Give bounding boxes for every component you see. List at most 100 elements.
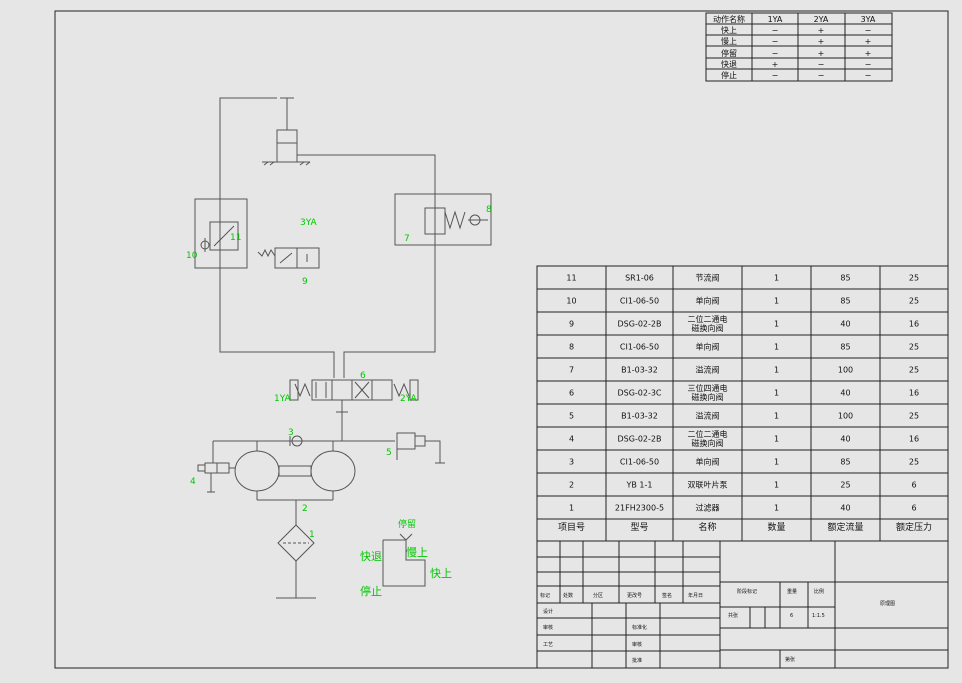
action-header-0: 动作名称 — [713, 14, 745, 24]
relief-check-assembly-7-8 — [394, 193, 492, 246]
bom-cell: 磁换向阀 — [692, 323, 724, 333]
bom-cell: 1 — [569, 504, 574, 513]
title-block: 标记 处数 分区 更改号 签名 年月日 设计 标准化 审核 工艺 审核 批准 阶… — [536, 540, 949, 669]
directional-valve-6 — [289, 379, 419, 413]
tb-scale-value: 1:1.5 — [812, 613, 825, 619]
action-cell: + — [818, 37, 825, 46]
label-c8: 8 — [486, 205, 492, 215]
work-cycle-diagram — [382, 533, 426, 587]
bom-cell: 磁换向阀 — [692, 438, 724, 448]
action-cell: 快上 — [721, 25, 737, 35]
cycle-stay: 停留 — [398, 518, 416, 530]
action-cell: − — [865, 60, 872, 69]
tb-review: 审核 — [543, 624, 553, 631]
double-vane-pump-2 — [213, 412, 395, 525]
tb-check: 审核 — [632, 641, 642, 648]
bom-cell: 1 — [774, 297, 779, 306]
action-cell: + — [865, 49, 872, 58]
label-c6: 6 — [360, 371, 366, 381]
tb-page-label: 第张 — [785, 656, 795, 663]
action-cell: − — [772, 71, 779, 80]
relief-valve-5 — [396, 432, 445, 464]
tb-weight-label: 重量 — [787, 588, 797, 595]
tb-scale-label: 比例 — [814, 588, 824, 595]
bom-cell: 85 — [840, 274, 850, 283]
solenoid-valve-4 — [197, 441, 235, 493]
label-1ya: 1YA — [274, 394, 292, 404]
bom-cell: 16 — [909, 320, 919, 329]
bom-cell: 40 — [840, 389, 850, 398]
tb-approve: 批准 — [632, 657, 642, 664]
bom-cell: 6 — [911, 504, 916, 513]
bom-cell: 21FH2300-5 — [615, 504, 664, 513]
action-cell: + — [818, 26, 825, 35]
bom-cell: SR1-06 — [625, 274, 654, 283]
bom-cell: YB 1-1 — [626, 481, 653, 490]
bom-cell: 85 — [840, 297, 850, 306]
bom-cell: 磁换向阀 — [692, 392, 724, 402]
action-cell: + — [865, 37, 872, 46]
label-c9: 9 — [302, 277, 308, 287]
bom-cell: 过滤器 — [696, 503, 720, 513]
check-valve-3 — [289, 435, 303, 447]
action-cell: 慢上 — [721, 36, 737, 46]
action-header-1: 1YA — [768, 15, 783, 24]
bom-cell: 节流阀 — [696, 273, 720, 283]
action-cell: − — [865, 71, 872, 80]
bom-cell: 1 — [774, 366, 779, 375]
bom-cell: 1 — [774, 435, 779, 444]
bom-cell: 25 — [909, 458, 919, 467]
bom-cell: 11 — [566, 274, 576, 283]
bom-cell: 1 — [774, 274, 779, 283]
tb-change: 更改号 — [627, 592, 642, 599]
filter-1 — [276, 524, 316, 599]
bom-cell: 单向阀 — [696, 342, 720, 352]
bom-cell: 100 — [838, 412, 853, 421]
tb-sheet-num: 6 — [790, 613, 793, 619]
bom-cell: 40 — [840, 320, 850, 329]
action-header-2: 2YA — [814, 15, 829, 24]
action-header-3: 3YA — [861, 15, 876, 24]
tb-stage-label: 阶段标记 — [737, 588, 757, 595]
tb-count: 处数 — [563, 592, 573, 599]
tb-zone: 分区 — [593, 592, 603, 599]
bom-cell: 25 — [909, 343, 919, 352]
bom-header-4: 额定流量 — [827, 521, 863, 533]
bom-cell: 三位四通电 — [688, 383, 728, 393]
bom-cell: 25 — [909, 297, 919, 306]
bom-cell: B1-03-32 — [621, 366, 658, 375]
action-cell: + — [772, 60, 779, 69]
bom-cell: CI1-06-50 — [620, 343, 659, 352]
label-c5: 5 — [386, 448, 392, 458]
tb-mark: 标记 — [540, 592, 550, 599]
bom-cell: 10 — [566, 297, 576, 306]
bom-header-5: 额定压力 — [896, 521, 932, 533]
action-cell: − — [818, 60, 825, 69]
drawing-frame — [54, 10, 949, 669]
bom-cell: 1 — [774, 458, 779, 467]
action-cell: − — [772, 49, 779, 58]
cycle-fast-back: 快退 — [360, 550, 382, 563]
bom-cell: 16 — [909, 389, 919, 398]
bom-cell: 9 — [569, 320, 574, 329]
bom-cell: 85 — [840, 343, 850, 352]
label-3ya: 3YA — [300, 218, 318, 228]
label-c2: 2 — [302, 504, 308, 514]
cycle-stop: 停止 — [360, 584, 382, 598]
label-c7: 7 — [404, 234, 410, 244]
bom-cell: 溢流阀 — [696, 365, 720, 375]
bom-cell: 二位二通电 — [688, 429, 728, 439]
cycle-fast-up: 快上 — [430, 567, 452, 580]
bom-cell: 单向阀 — [696, 457, 720, 467]
tb-drawing-title: 原理图 — [880, 601, 895, 607]
bom-cell: 100 — [838, 366, 853, 375]
bom-cell: 85 — [840, 458, 850, 467]
hydraulic-schematic — [194, 97, 492, 599]
bom-cell: DSG-02-3C — [617, 389, 661, 398]
label-c10: 10 — [186, 251, 198, 261]
action-cell: − — [772, 26, 779, 35]
hydraulic-cylinder — [262, 97, 311, 166]
bom-cell: 双联叶片泵 — [688, 480, 728, 490]
bom-cell: 1 — [774, 343, 779, 352]
